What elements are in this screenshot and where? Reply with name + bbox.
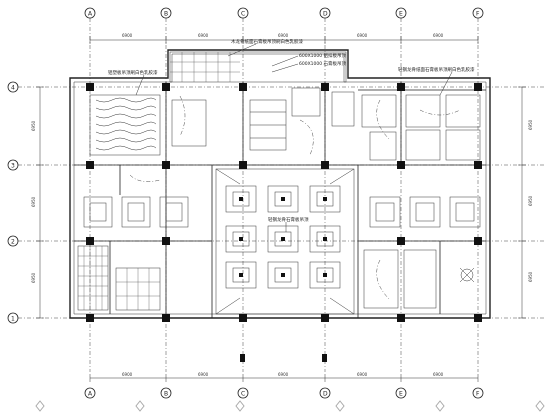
axis-bubbles-left: 4 3 2 1 — [7, 81, 19, 324]
lower-right-rooms — [363, 249, 475, 309]
right-strip-coffers — [369, 196, 481, 228]
axis-label-2: 2 — [11, 239, 15, 246]
central-hall-coffers — [215, 168, 355, 315]
upper-right-rooms — [171, 87, 481, 161]
dim-top-4: 6900 — [357, 33, 368, 38]
axis-label-f-bottom: F — [476, 391, 480, 398]
upper-left-ceiling-pattern — [89, 94, 161, 156]
left-strip-coffers — [83, 196, 189, 228]
dim-left-1: 6950 — [31, 120, 36, 131]
watermark-diamonds — [35, 400, 545, 412]
annotation-leaders — [135, 43, 453, 232]
right-dimension-line: 6950 6950 6950 — [518, 86, 533, 319]
dim-bottom-2: 6900 — [198, 372, 209, 377]
dim-bottom-4: 6900 — [357, 372, 368, 377]
dim-bottom-1: 6900 — [122, 372, 133, 377]
axis-label-a-bottom: A — [88, 391, 93, 398]
structural-columns — [86, 83, 482, 362]
note-aluminum-plastic-ceiling: 铝塑板吊顶刷白色乳胶漆 — [108, 69, 158, 76]
room-partitions — [74, 82, 486, 319]
building-outline-inner — [73, 53, 487, 315]
axis-label-4: 4 — [11, 85, 15, 92]
watermark-strip — [35, 400, 545, 412]
dim-bottom-5: 6900 — [433, 372, 444, 377]
axis-label-c-bottom: C — [241, 391, 245, 398]
dim-top-3: 6900 — [278, 33, 289, 38]
axis-label-d: D — [323, 11, 328, 18]
axis-label-b-bottom: B — [164, 391, 168, 398]
note-hall-ceiling: 轻钢龙骨石膏板吊顶 — [268, 216, 309, 223]
lighting-circuits — [129, 95, 461, 301]
building-outline — [69, 49, 491, 319]
note-gypsum-board-ceiling: 600X1000 石膏板吊顶 — [299, 60, 347, 67]
dim-left-2: 6950 — [31, 196, 36, 207]
note-aluminum-ceiling: 600X1000 铝扣板吊顶 — [299, 52, 347, 59]
dim-right-3: 6950 — [528, 271, 533, 282]
axis-bubbles-top: A B C D E F — [84, 7, 484, 19]
bottom-dimension-line: 6900 6900 6900 6900 6900 — [89, 372, 479, 382]
axis-label-f: F — [476, 11, 480, 18]
axis-label-1: 1 — [11, 316, 15, 323]
axis-label-e: E — [399, 11, 403, 18]
axis-label-e-bottom: E — [399, 391, 403, 398]
dim-right-1: 6950 — [528, 119, 533, 130]
note-gypsum-ceiling: 木龙骨纸面石膏板吊顶刷白色乳胶漆 — [231, 38, 303, 45]
axis-label-d-bottom: D — [323, 391, 328, 398]
axis-label-c: C — [241, 11, 245, 18]
dim-left-3: 6950 — [31, 272, 36, 283]
axis-label-b: B — [164, 11, 168, 18]
dim-bottom-3: 6900 — [278, 372, 289, 377]
left-dimension-line: 6950 6950 6950 — [31, 86, 44, 319]
entrance-tile-grid — [169, 51, 347, 83]
dim-right-2: 6950 — [528, 195, 533, 206]
axis-label-3: 3 — [11, 163, 15, 170]
top-dimension-line: 6900 6900 6900 6900 6900 — [89, 33, 479, 44]
dim-top-2: 6900 — [198, 33, 209, 38]
note-light-steel-ceiling: 轻钢龙骨纸面石膏板吊顶刷白色乳胶漆 — [398, 66, 475, 73]
dim-top-1: 6900 — [122, 33, 133, 38]
lower-left-tile-room — [77, 245, 161, 311]
axis-label-a: A — [88, 11, 93, 18]
axis-bubbles-bottom: A B C D E F — [84, 387, 484, 399]
dim-top-5: 6900 — [433, 33, 444, 38]
